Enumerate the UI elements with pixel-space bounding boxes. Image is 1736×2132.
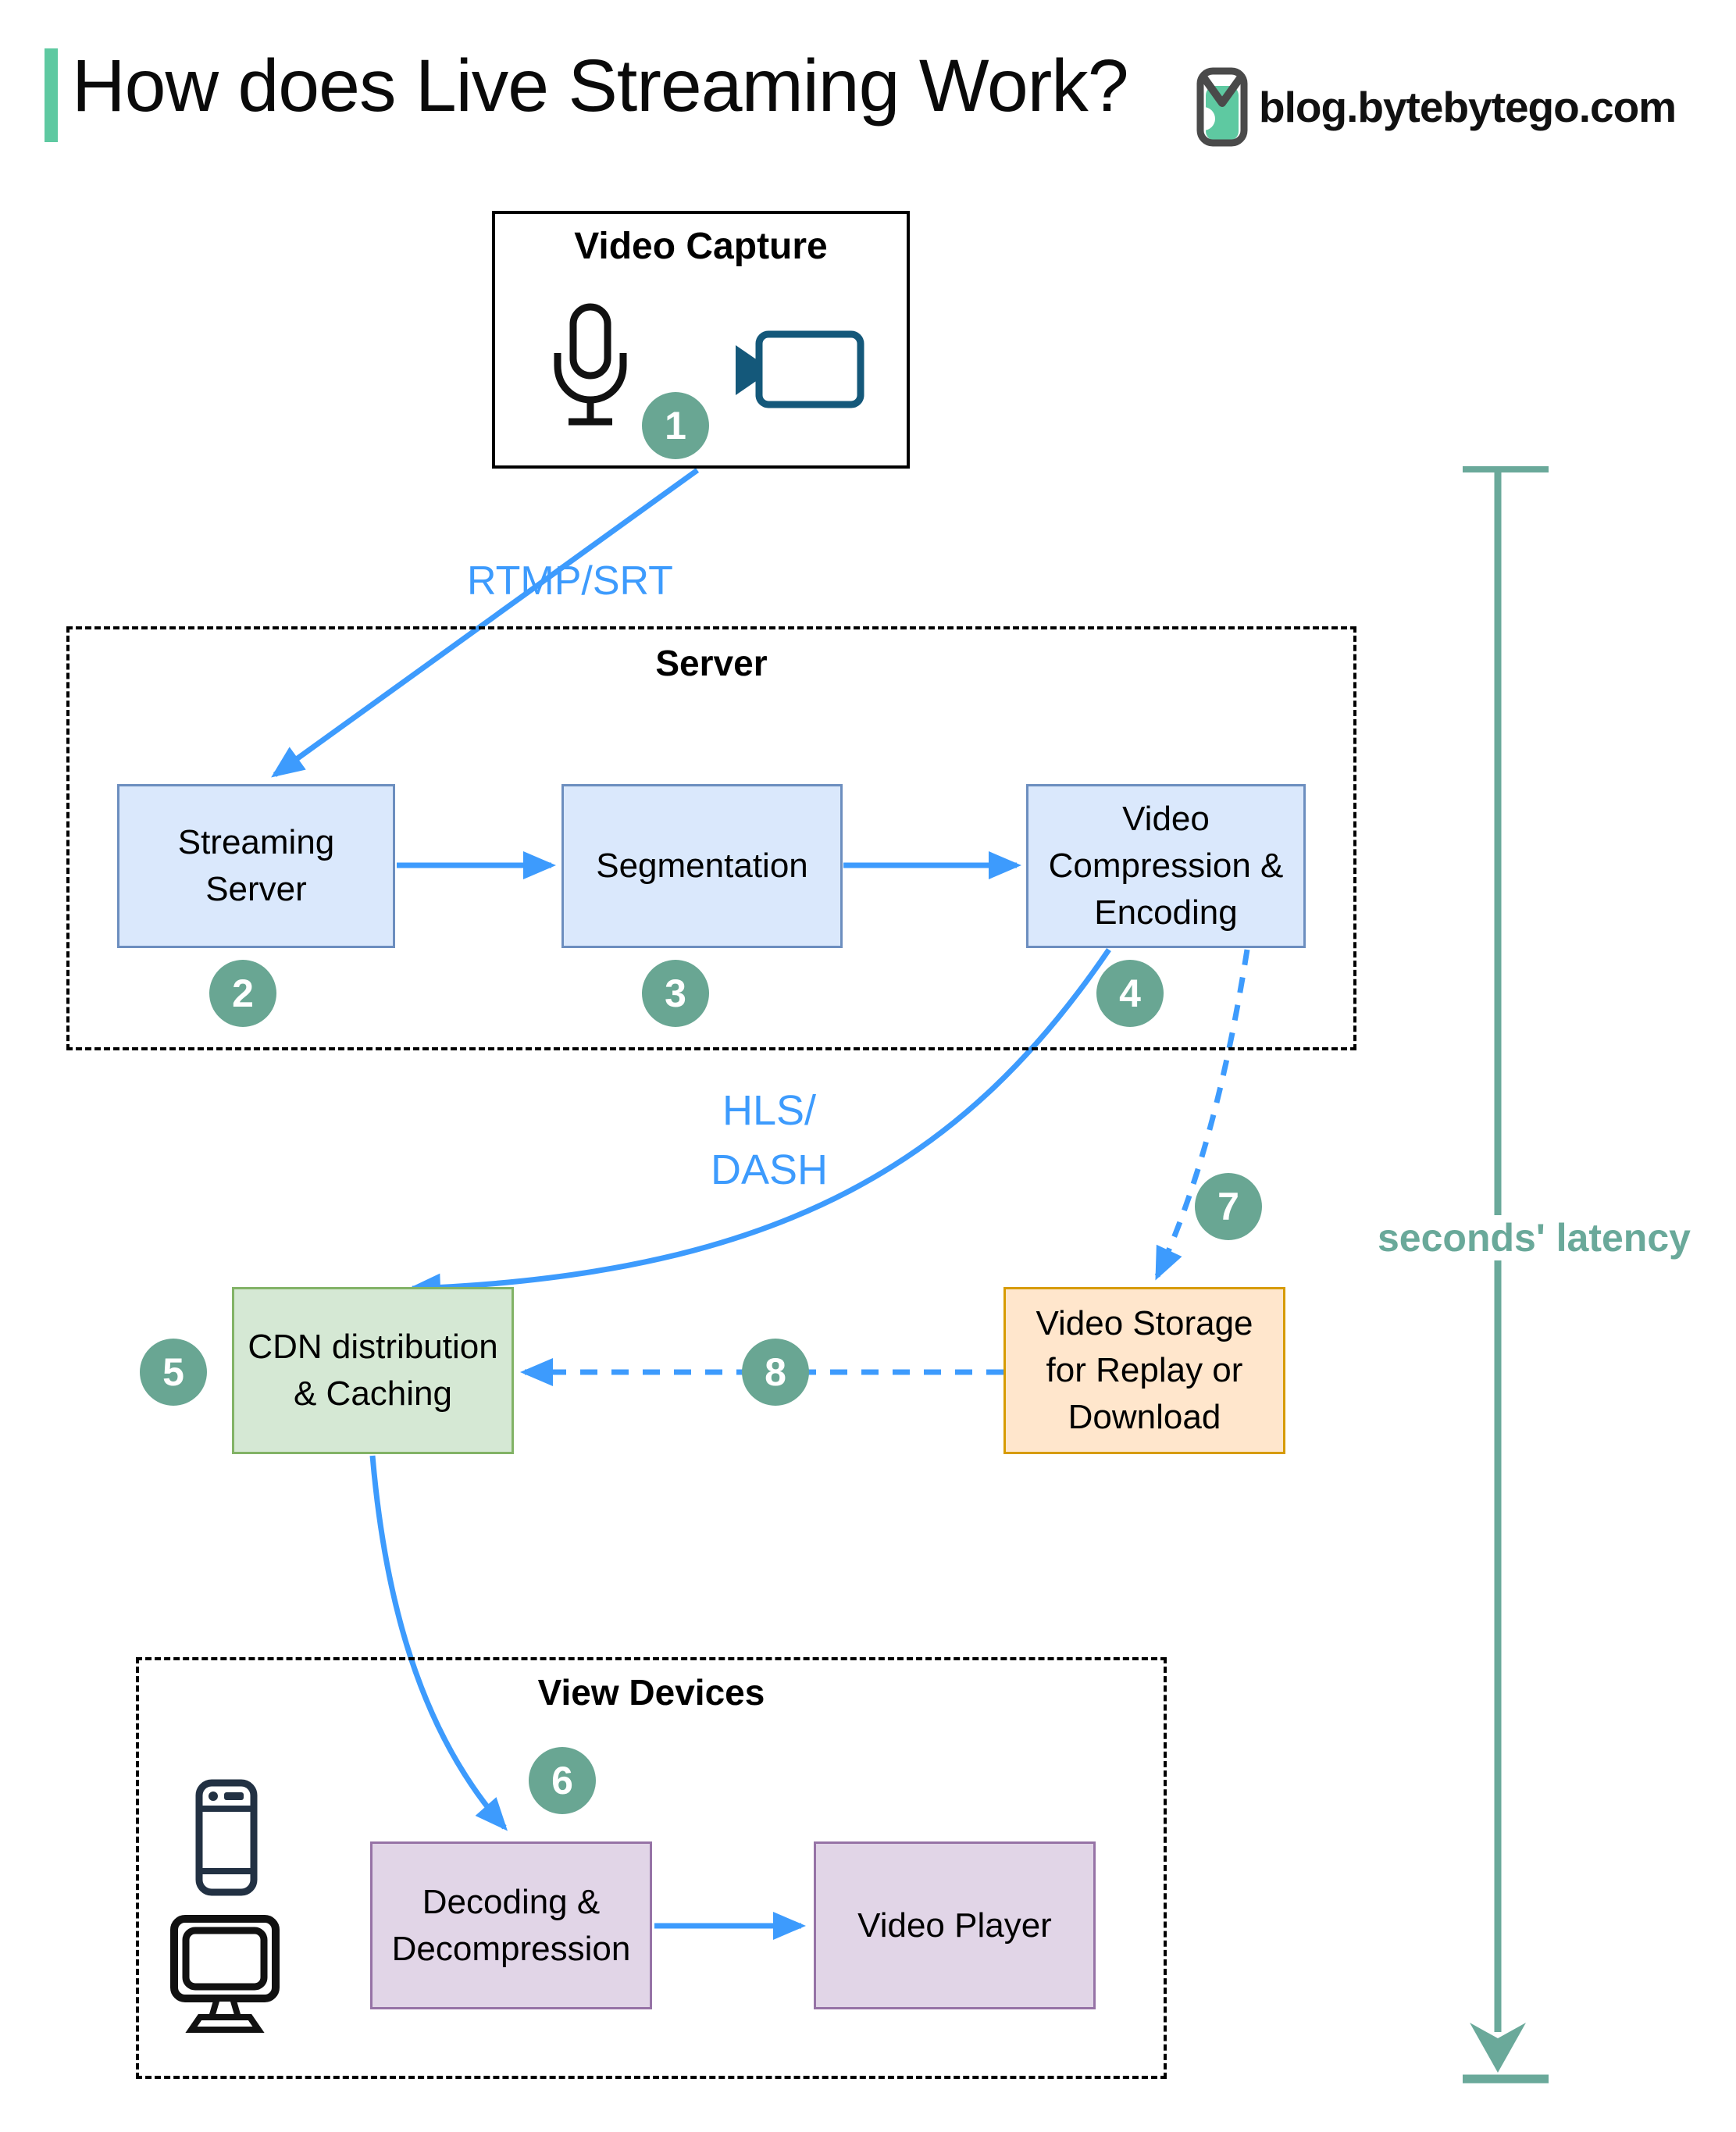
node-video-player: Video Player [814,1841,1096,2009]
step-badge-2: 2 [209,960,276,1027]
node-decoding: Decoding & Decompression [370,1841,652,2009]
monitor-icon [170,1915,280,2033]
node-segmentation: Segmentation [561,784,843,948]
latency-label: seconds' latency [1365,1215,1703,1260]
node-video-storage: Video Storage for Replay or Download [1003,1287,1285,1454]
group-view-devices-title: View Devices [537,1672,765,1713]
bytebytego-logo-icon [1196,67,1248,147]
step-badge-6: 6 [529,1747,596,1814]
rtmp-srt-label: RTMP/SRT [467,558,673,604]
hls-dash-label: HLS/ DASH [710,1087,829,1193]
page-title: How does Live Streaming Work? [72,45,1129,127]
smartphone-icon [195,1779,258,1896]
latency-measure-line [1463,466,1549,2084]
step-badge-4: 4 [1096,960,1164,1027]
video-capture-label: Video Capture [574,226,828,267]
brand-url: blog.bytebytego.com [1259,83,1677,131]
microphone-icon [554,303,627,426]
step-badge-5: 5 [140,1339,207,1406]
step-badge-8: 8 [742,1339,809,1406]
group-view-devices [136,1657,1167,2079]
group-server-title: Server [655,643,768,683]
edge-cdn-to-decoding [369,1455,508,1831]
title-accent-bar [45,48,58,142]
edge-hls-to-cdn [408,948,1111,1302]
step-badge-7: 7 [1195,1173,1262,1240]
edge-rtmp [271,468,700,778]
step-badge-1: 1 [642,392,709,459]
node-cdn: CDN distribution & Caching [232,1287,514,1454]
node-streaming-server: Streaming Server [117,784,395,948]
brand: blog.bytebytego.com [1196,67,1677,147]
video-camera-icon [736,330,864,408]
step-badge-3: 3 [642,960,709,1027]
edge-compression-to-storage [1154,949,1250,1281]
group-server [66,626,1356,1050]
node-video-compression: Video Compression & Encoding [1026,784,1306,948]
